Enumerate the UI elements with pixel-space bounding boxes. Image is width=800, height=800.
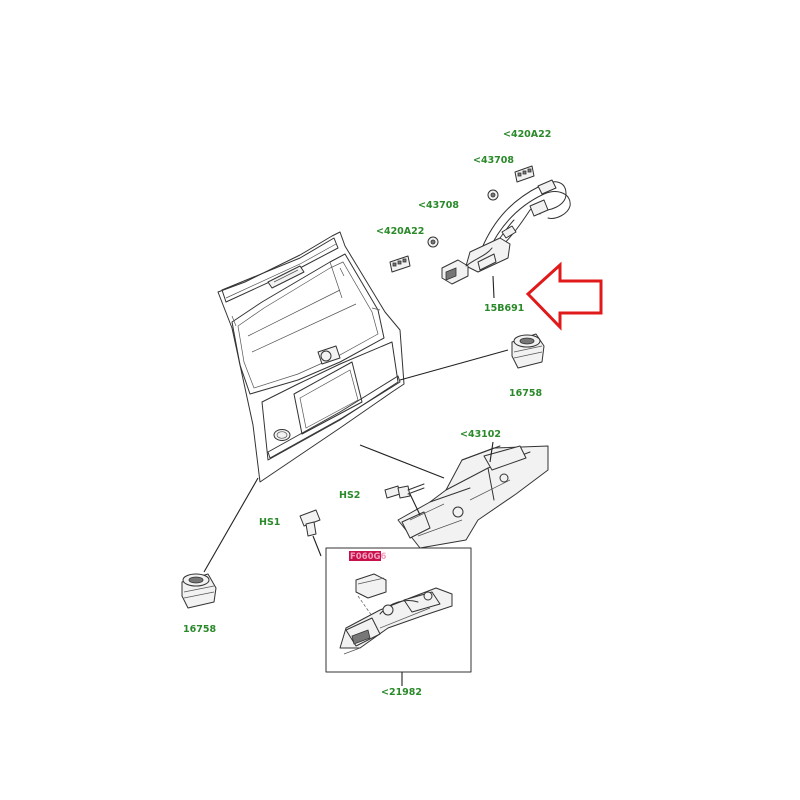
label-highlight: F060G6	[350, 552, 387, 562]
highlight-box	[349, 551, 381, 561]
screw-hs1	[299, 509, 322, 557]
label-420a22-mid: <420A22	[376, 226, 424, 237]
label-43708-top: <43708	[473, 155, 514, 166]
label-16758-right: 16758	[509, 388, 542, 399]
latch-43102	[359, 441, 549, 549]
callout-arrow	[525, 261, 603, 331]
label-15b691: 15B691	[484, 303, 524, 314]
screw-hs2	[384, 483, 425, 516]
clip-420a22-top	[514, 165, 535, 183]
tailgate-panel	[217, 231, 405, 483]
label-420a22-top: <420A22	[503, 129, 551, 140]
handle-assembly-21982	[325, 547, 472, 686]
label-21982: <21982	[381, 687, 422, 698]
label-hs2: HS2	[339, 490, 360, 501]
camera-harness-assembly	[441, 179, 571, 299]
label-43708-mid: <43708	[418, 200, 459, 211]
label-hs1: HS1	[259, 517, 280, 528]
bump-stop-16758-right	[399, 333, 545, 381]
bump-stop-16758-left	[181, 477, 259, 609]
clip-420a22-mid	[389, 255, 411, 273]
washer-43708-top	[487, 189, 499, 201]
label-43102: <43102	[460, 429, 501, 440]
label-16758-left: 16758	[183, 624, 216, 635]
washer-43708-mid	[427, 236, 439, 248]
